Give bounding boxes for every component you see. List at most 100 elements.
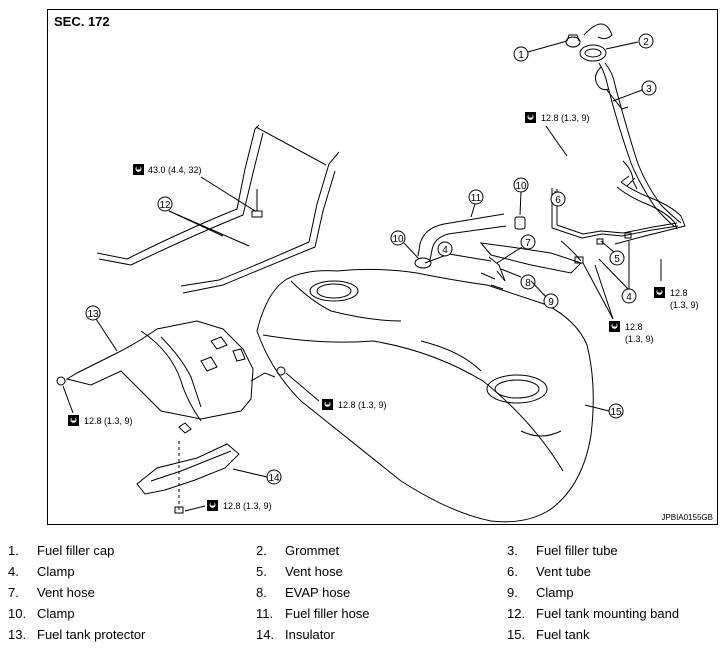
diagram-frame: 1 2 3 4 4 5 6 7 8 9 10 10 11 12 13 14 15… (47, 9, 718, 525)
callout-4b: 4 (598, 241, 637, 304)
legend-label: Clamp (37, 606, 75, 621)
svg-text:12.8 (1.3, 9): 12.8 (1.3, 9) (338, 400, 387, 410)
legend-label: Fuel filler tube (536, 543, 618, 558)
legend-row: 10. Clamp 11. Fuel filler hose 12. Fuel tan… (0, 606, 722, 626)
legend-number: 15. (507, 627, 526, 642)
torque-wrench-icon (133, 164, 144, 175)
svg-text:(1.3, 9): (1.3, 9) (625, 334, 654, 344)
svg-text:10: 10 (392, 234, 404, 245)
callout-12: 12 (157, 196, 250, 247)
legend-number: 3. (507, 543, 518, 558)
legend-number: 10. (8, 606, 27, 621)
svg-text:11: 11 (471, 193, 482, 204)
legend-label: Clamp (37, 564, 75, 579)
legend-number: 12. (507, 606, 526, 621)
legend-number: 13. (8, 627, 27, 642)
reference-code: JPBIA0155GB (661, 513, 713, 522)
exploded-view-drawing: 1 2 3 4 4 5 6 7 8 9 10 10 11 12 13 14 15… (56, 23, 699, 523)
callout-1: 1 (513, 40, 568, 62)
fuel-tank-drawing (256, 268, 594, 523)
legend-number: 14. (256, 627, 275, 642)
svg-text:12.8 (1.3, 9): 12.8 (1.3, 9) (84, 416, 133, 426)
torque-spec-filler-tube: 12.8 (1.3, 9) (525, 112, 590, 157)
legend-number: 2. (256, 543, 267, 558)
legend-label: EVAP hose (285, 585, 351, 600)
legend-row: 7.Vent hose 8.EVAP hose 9.Clamp (0, 585, 722, 605)
legend-number: 8. (256, 585, 267, 600)
callout-15: 15 (584, 403, 624, 419)
torque-wrench-icon (654, 287, 665, 298)
svg-text:10: 10 (515, 181, 527, 192)
legend-label: Fuel tank mounting band (536, 606, 680, 621)
svg-text:(1.3, 9): (1.3, 9) (670, 300, 699, 310)
section-label: SEC. 172 (54, 14, 110, 29)
legend-label: Fuel filler hose (285, 606, 370, 621)
torque-spec-right-clamp: 12.8 (1.3, 9) (654, 259, 699, 310)
callout-2: 2 (605, 33, 654, 50)
torque-wrench-icon (68, 415, 79, 426)
svg-text:9: 9 (548, 297, 554, 308)
svg-text:14: 14 (268, 473, 280, 484)
callout-5: 5 (600, 240, 625, 266)
svg-text:12.8 (1.3, 9): 12.8 (1.3, 9) (223, 501, 272, 511)
fuel-tank-mounting-band-drawing (96, 124, 340, 294)
svg-text:8: 8 (525, 278, 531, 289)
svg-text:2: 2 (643, 37, 649, 48)
svg-text:6: 6 (555, 195, 561, 206)
svg-text:13: 13 (87, 309, 99, 320)
legend-number: 5. (256, 564, 267, 579)
fuel-filler-hose-drawing (414, 213, 526, 282)
callout-4a: 4 (424, 241, 492, 264)
callouts: 1 2 3 4 4 5 6 7 8 9 10 10 11 12 13 14 15 (85, 33, 657, 485)
fuel-tank-protector-drawing (56, 320, 286, 434)
legend-number: 1. (8, 543, 19, 558)
legend-row: 1. Fuel filler cap 2. Grommet 3. Fuel fille… (0, 543, 722, 563)
legend-label: Fuel tank (536, 627, 590, 642)
vent-tube-drawing (479, 188, 679, 274)
grommet-drawing (579, 44, 607, 62)
callout-8: 8 (500, 268, 536, 290)
svg-text:1: 1 (518, 50, 524, 61)
torque-spec-band-bolt: 43.0 (4.4, 32) (133, 164, 256, 212)
callout-3: 3 (612, 80, 657, 102)
torque-wrench-icon (609, 321, 620, 332)
legend-label: Clamp (536, 585, 574, 600)
legend-label: Vent hose (285, 564, 343, 579)
callout-10a: 10 (513, 177, 529, 216)
callout-10b: 10 (390, 230, 420, 260)
legend-label: Insulator (285, 627, 335, 642)
insulator-drawing (136, 441, 240, 514)
fuel-filler-tube-drawing (595, 62, 686, 245)
torque-specs: 12.8 (1.3, 9) 43.0 (4.4, 32) 12.8 (1.3, 9… (62, 112, 699, 512)
torque-wrench-icon (207, 500, 218, 511)
legend-label: Fuel tank protector (37, 627, 146, 642)
torque-spec-vent-clamp: 12.8 (1.3, 9) (582, 262, 654, 344)
svg-text:12.8: 12.8 (670, 288, 688, 298)
svg-text:4: 4 (626, 292, 632, 303)
svg-text:7: 7 (525, 238, 531, 249)
torque-spec-insulator: 12.8 (1.3, 9) (184, 500, 272, 512)
legend-label: Vent tube (536, 564, 591, 579)
torque-wrench-icon (322, 399, 333, 410)
callout-11: 11 (468, 189, 484, 218)
legend-label: Grommet (285, 543, 340, 558)
fuel-filler-cap-drawing (565, 23, 613, 48)
svg-text:4: 4 (442, 245, 448, 256)
svg-text:15: 15 (610, 407, 622, 418)
legend-label: Vent hose (37, 585, 95, 600)
svg-text:43.0 (4.4, 32): 43.0 (4.4, 32) (148, 165, 202, 175)
svg-text:5: 5 (614, 254, 620, 265)
legend-label: Fuel filler cap (37, 543, 115, 558)
legend-row: 4.Clamp 5.Vent hose 6.Vent tube (0, 564, 722, 584)
legend-number: 11. (256, 606, 274, 621)
callout-7: 7 (496, 234, 536, 264)
svg-text:12.8 (1.3, 9): 12.8 (1.3, 9) (541, 113, 590, 123)
svg-text:12: 12 (159, 200, 171, 211)
callout-6: 6 (550, 190, 566, 207)
legend-number: 7. (8, 585, 19, 600)
callout-13: 13 (85, 305, 118, 352)
torque-spec-protector-right: 12.8 (1.3, 9) (285, 372, 387, 410)
legend-number: 4. (8, 564, 19, 579)
svg-text:12.8: 12.8 (625, 322, 643, 332)
callout-14: 14 (232, 468, 282, 485)
